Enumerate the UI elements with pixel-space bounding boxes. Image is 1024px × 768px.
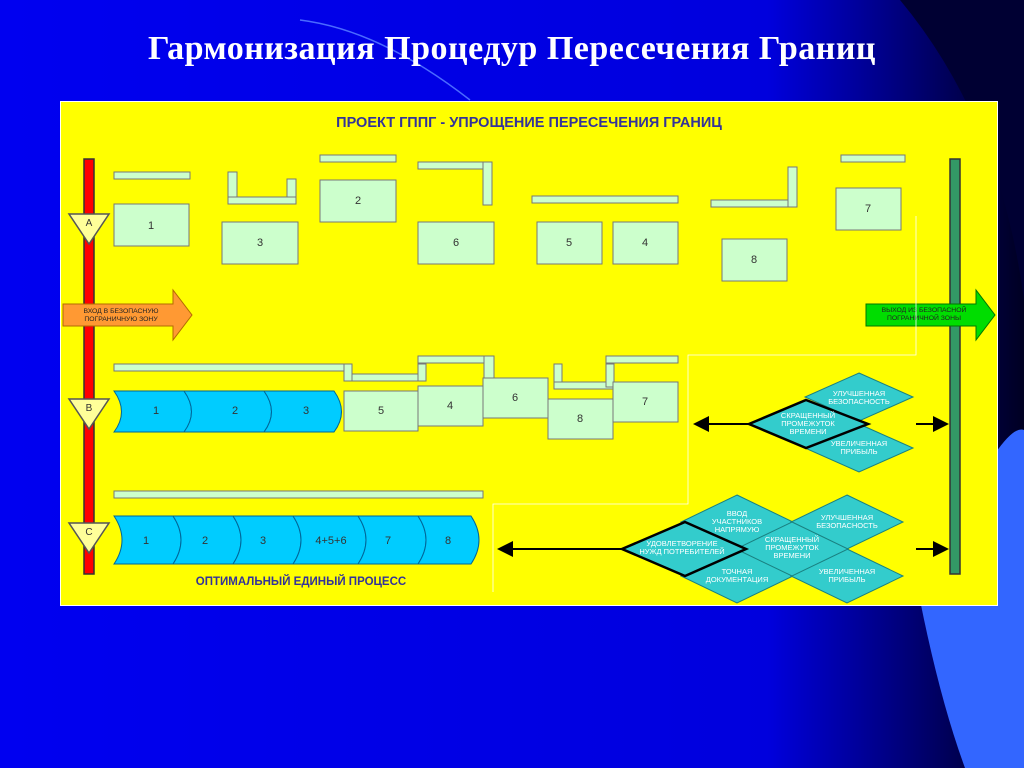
row-b-box-4: 4 (417, 385, 484, 427)
row-marker-a-label: A (86, 218, 93, 229)
row-c-chain-3: 3 (260, 535, 266, 547)
row-marker-c-label: C (85, 527, 92, 538)
slide-title: Гармонизация Процедур Пересечения Границ (147, 30, 877, 67)
row-b-diamond-center-line1: СКРАЩЕННЫЙ (781, 411, 835, 420)
row-a-box-3-label: 3 (257, 237, 263, 249)
process-diagram: ПРОЕКТ ГППГ - УПРОЩЕНИЕ ПЕРЕСЕЧЕНИЯ ГРАН… (62, 115, 996, 604)
exit-arrow-line2: ПОГРАНИЧНОЙ ЗОНЫ (887, 313, 961, 322)
row-b-diamond-center: СКРАЩЕННЫЙ ПРОМЕЖУТОК ВРЕМЕНИ (745, 398, 872, 450)
row-a-box-5: 5 (536, 221, 603, 265)
row-c-chain-5: 7 (385, 535, 391, 547)
row-b-box-8: 8 (547, 398, 614, 440)
row-b-box-7: 7 (612, 381, 679, 423)
exit-boundary-bar (949, 158, 961, 575)
row-c-diamond-top-line3: НАПРЯМУЮ (715, 525, 760, 534)
row-a-box-4: 4 (612, 221, 679, 265)
row-marker-c: C (67, 522, 111, 555)
row-b-box-5: 5 (343, 390, 419, 432)
row-a-box-2: 2 (319, 179, 397, 223)
panel-heading: ПРОЕКТ ГППГ - УПРОЩЕНИЕ ПЕРЕСЕЧЕНИЯ ГРАН… (336, 115, 722, 131)
row-b-diamond-bottom-line1: УВЕЛИЧЕННАЯ (831, 439, 887, 448)
row-c-diamond-bottom-line1: ТОЧНАЯ (722, 567, 753, 576)
row-b-diamond-center-line3: ВРЕМЕНИ (789, 427, 826, 436)
row-a-box-5-label: 5 (566, 237, 572, 249)
row-b-diamond-center-line2: ПРОМЕЖУТОК (781, 419, 835, 428)
row-c-diamond-right-top-line2: БЕЗОПАСНОСТЬ (816, 521, 878, 530)
row-b-diamond-top-line1: УЛУЧШЕННАЯ (833, 389, 885, 398)
row-a-box-1: 1 (113, 203, 190, 247)
row-c-chain-1: 1 (143, 535, 149, 547)
row-a-box-6: 6 (417, 221, 495, 265)
row-b-box-4-label: 4 (447, 400, 453, 412)
row-c-diamond-center-line2: НУЖД ПОТРЕБИТЕЛЕЙ (639, 547, 724, 556)
entry-boundary-bar (83, 158, 95, 575)
row-c-diamond-center-line1: УДОВЛЕТВОРЕНИЕ (646, 539, 717, 548)
row-c-diamond-right-bottom-line1: УВЕЛИЧЕННАЯ (819, 567, 875, 576)
entry-arrow-line2: ПОГРАНИЧНУЮ ЗОНУ (84, 316, 158, 323)
row-b-box-8-label: 8 (577, 413, 583, 425)
row-a-box-8: 8 (721, 238, 788, 282)
row-marker-b: B (67, 398, 111, 431)
row-b-box-5-label: 5 (378, 405, 384, 417)
row-b-diamond-top-line2: БЕЗОПАСНОСТЬ (828, 397, 890, 406)
row-c-diamond-right-bottom-line2: ПРИБЫЛЬ (828, 575, 865, 584)
row-b-chain: 1 2 3 (113, 390, 342, 433)
row-c-diamond-mid: СКРАЩЕННЫЙ ПРОМЕЖУТОК ВРЕМЕНИ (734, 521, 850, 577)
exit-arrow: ВЫХОД ИЗ БЕЗОПАСНОЙ ПОГРАНИЧНОЙ ЗОНЫ (865, 288, 996, 342)
row-a-box-3: 3 (221, 221, 299, 265)
row-c-chain-2: 2 (202, 535, 208, 547)
row-c-chain: 1 2 3 4+5+6 7 8 (113, 515, 480, 565)
row-a-box-6-label: 6 (453, 237, 459, 249)
row-c-diamond-mid-line2: ПРОМЕЖУТОК (765, 543, 819, 552)
row-b-box-6-label: 6 (512, 392, 518, 404)
row-a-box-2-label: 2 (355, 195, 361, 207)
row-a-box-8-label: 8 (751, 254, 757, 266)
diagram-panel: ПРОЕКТ ГППГ - УПРОЩЕНИЕ ПЕРЕСЕЧЕНИЯ ГРАН… (60, 101, 998, 606)
exit-arrow-line1: ВЫХОД ИЗ БЕЗОПАСНОЙ (882, 305, 967, 314)
entry-arrow-line1: ВХОД В БЕЗОПАСНУЮ (83, 308, 158, 315)
row-a-box-4-label: 4 (642, 237, 648, 249)
row-c-diamond-bottom-line2: ДОКУМЕНТАЦИЯ (706, 575, 769, 584)
row-c-chain-6: 8 (445, 535, 451, 547)
row-marker-a: A (67, 213, 111, 246)
row-c-chain-4: 4+5+6 (315, 535, 346, 547)
row-b-connectors (113, 355, 679, 390)
row-c-diamond-mid-line1: СКРАЩЕННЫЙ (765, 535, 819, 544)
row-a-connectors (113, 154, 906, 208)
row-c-connector (113, 490, 484, 499)
row-b-chain-3: 3 (303, 405, 309, 417)
row-b-diamond-bottom-line2: ПРИБЫЛЬ (840, 447, 877, 456)
row-a-box-7-label: 7 (865, 203, 871, 215)
row-a-box-1-label: 1 (148, 220, 154, 232)
row-c-diamond-top-line1: ВВОД (727, 509, 748, 518)
section-divider-line (492, 216, 917, 592)
row-c-diamond-right-top-line1: УЛУЧШЕННАЯ (821, 513, 873, 522)
row-marker-b-label: B (86, 403, 93, 414)
row-c-diamond-mid-line3: ВРЕМЕНИ (773, 551, 810, 560)
panel-footer: ОПТИМАЛЬНЫЙ ЕДИНЫЙ ПРОЦЕСС (196, 575, 406, 588)
row-a-box-7: 7 (835, 187, 902, 231)
row-c-diamond-center: УДОВЛЕТВОРЕНИЕ НУЖД ПОТРЕБИТЕЛЕЙ (618, 520, 750, 578)
row-b-box-7-label: 7 (642, 396, 648, 408)
row-c-diamond-top-line2: УЧАСТНИКОВ (712, 517, 762, 526)
row-b-chain-1: 1 (153, 405, 159, 417)
row-b-chain-2: 2 (232, 405, 238, 417)
entry-arrow: ВХОД В БЕЗОПАСНУЮ ПОГРАНИЧНУЮ ЗОНУ (62, 288, 193, 342)
row-b-box-6: 6 (482, 377, 549, 419)
